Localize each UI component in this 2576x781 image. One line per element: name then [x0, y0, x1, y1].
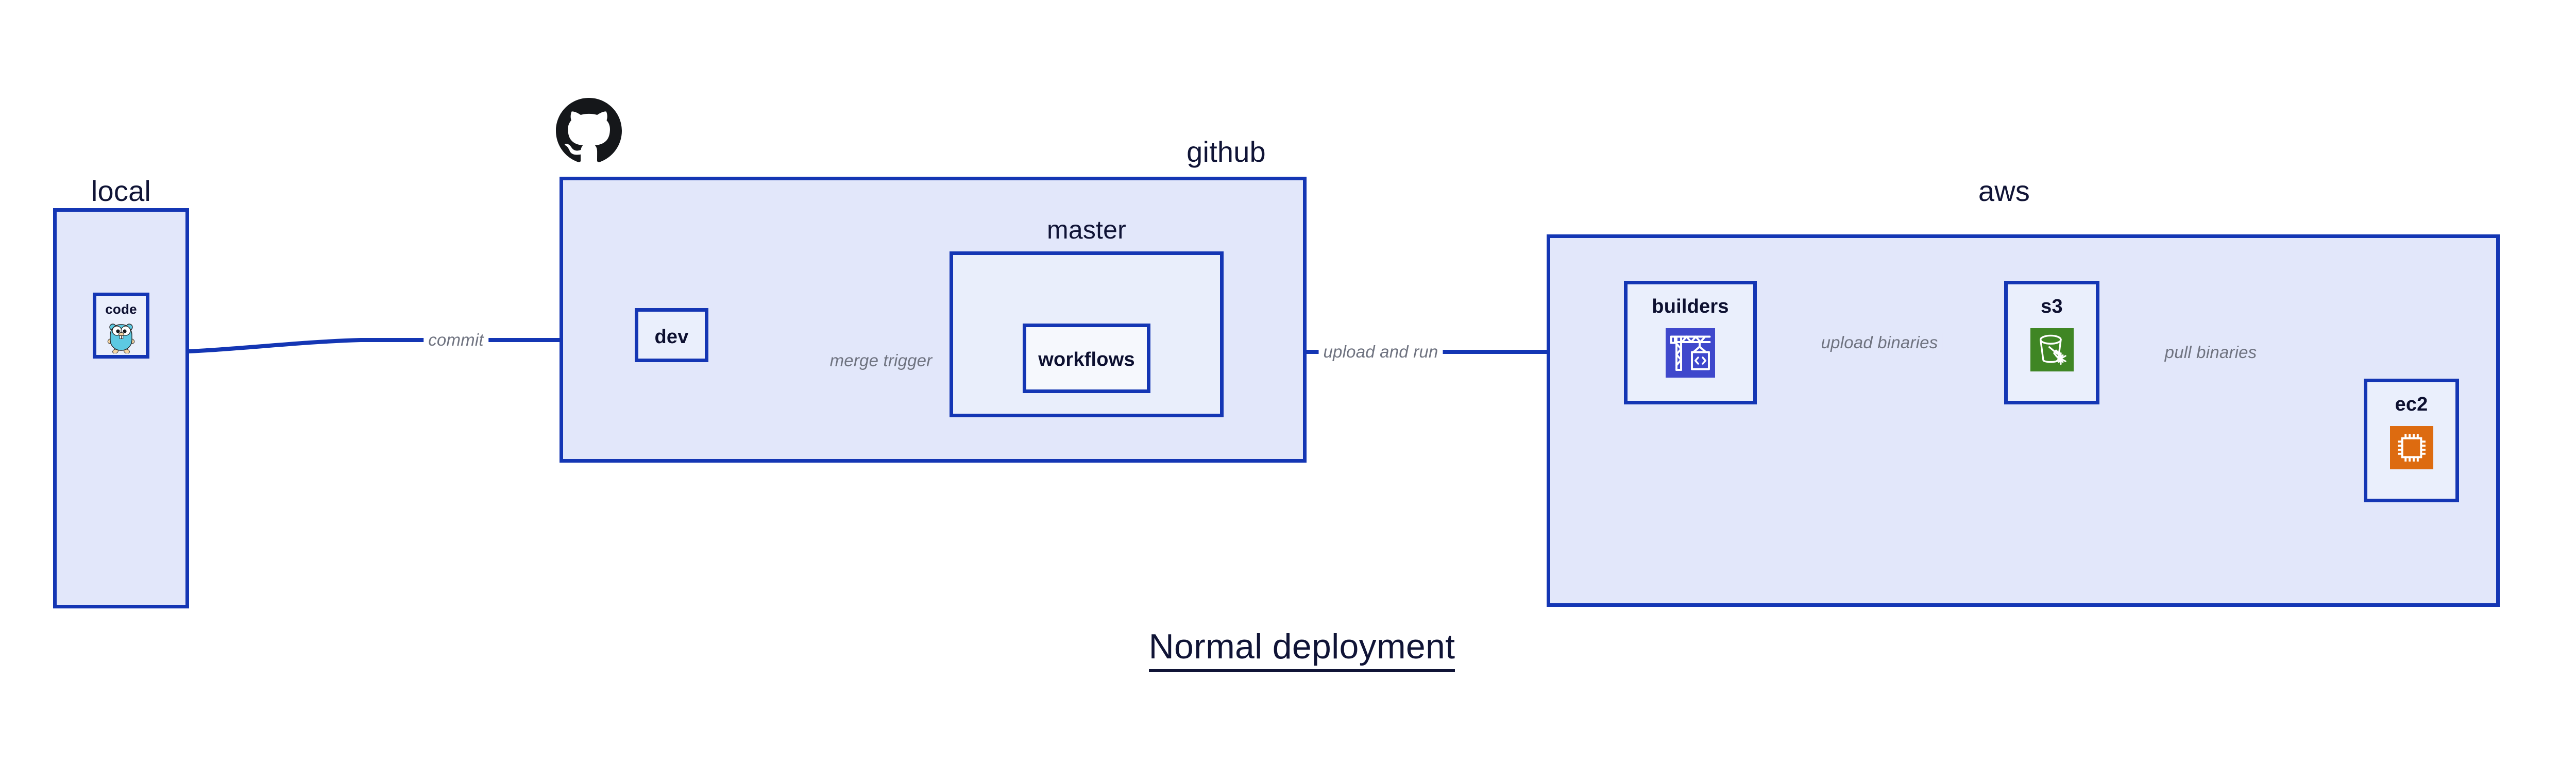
edge-label-upload-binaries: upload binaries [1816, 333, 1943, 352]
node-ec2[interactable]: ec2 [2364, 379, 2459, 502]
node-code[interactable]: code [93, 293, 149, 359]
edge-label-pull-binaries: pull binaries [2160, 343, 2262, 362]
node-workflows[interactable]: workflows [1023, 324, 1150, 393]
node-builders[interactable]: builders [1624, 281, 1757, 404]
node-s3[interactable]: s3 [2004, 281, 2099, 404]
diagram-title: Normal deployment [0, 626, 2576, 672]
node-builders-label: builders [1652, 296, 1729, 317]
aws-ec2-icon [2389, 426, 2433, 469]
node-s3-label: s3 [2041, 296, 2063, 317]
group-aws-title: aws [1978, 175, 2030, 207]
node-workflows-label: workflows [1038, 349, 1135, 370]
group-local[interactable] [53, 208, 189, 608]
edge-label-commit: commit [423, 330, 488, 350]
github-octocat-icon [556, 98, 622, 164]
go-gopher-icon [107, 320, 135, 354]
edge-label-merge-trigger: merge trigger [825, 351, 937, 370]
group-local-title: local [91, 175, 151, 207]
edge-label-upload-and-run: upload and run [1318, 342, 1443, 362]
aws-codebuild-icon [1666, 328, 1715, 378]
node-code-label: code [105, 301, 137, 317]
node-ec2-label: ec2 [2395, 394, 2428, 415]
node-dev[interactable]: dev [635, 308, 708, 362]
group-github-title: github [1187, 135, 1266, 168]
node-dev-label: dev [654, 326, 689, 348]
aws-s3-glacier-icon [2030, 328, 2074, 371]
diagram-title-text: Normal deployment [1148, 627, 1455, 672]
subgroup-master-title: master [1046, 215, 1126, 244]
